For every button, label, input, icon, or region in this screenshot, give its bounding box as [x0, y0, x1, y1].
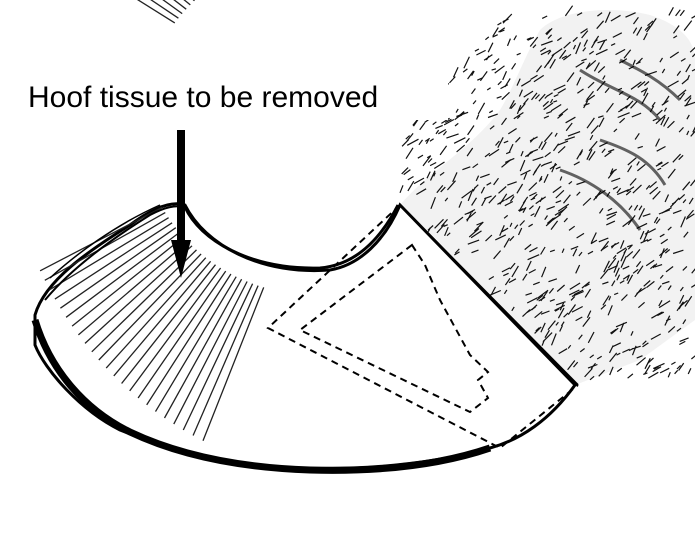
hair-stroke [494, 59, 499, 64]
hair-stroke [680, 338, 689, 342]
hair-stroke [542, 16, 547, 18]
hair-stroke [488, 43, 493, 53]
hair-stroke [456, 109, 458, 113]
hair-stroke [455, 123, 458, 126]
hair-stroke [400, 185, 403, 193]
hair-stroke [512, 63, 516, 69]
hair-stroke [468, 126, 474, 135]
hair-stroke [472, 89, 476, 94]
hair-stroke [675, 370, 678, 374]
hoof-ring-stroke [48, 0, 179, 18]
hair-stroke [680, 10, 684, 16]
hair-stroke [498, 23, 502, 25]
callout-label: Hoof tissue to be removed [8, 76, 448, 120]
hair-stroke [503, 14, 512, 23]
hair-stroke [489, 111, 493, 113]
hair-stroke [487, 88, 490, 90]
hair-stroke [692, 15, 695, 18]
hair-stroke [418, 155, 423, 158]
hair-stroke [473, 101, 476, 105]
hair-stroke [480, 71, 487, 80]
hair-stroke [420, 123, 425, 130]
hair-stroke [628, 374, 633, 378]
hair-stroke [508, 39, 511, 46]
hair-stroke [430, 139, 434, 142]
hair-stroke [669, 7, 674, 15]
hair-stroke [454, 67, 459, 77]
hair-stroke [668, 372, 670, 377]
hoof-ring-stroke [53, 0, 182, 14]
hair-stroke [514, 36, 517, 41]
hair-stroke [435, 125, 442, 128]
hair-stroke [440, 146, 447, 155]
hair-stroke [495, 66, 505, 73]
hair-stroke [430, 163, 436, 166]
hair-stroke [476, 50, 485, 55]
hair-stroke [485, 37, 488, 40]
hair-stroke [433, 122, 437, 125]
hair-stroke [454, 138, 465, 144]
hair-stroke [691, 351, 695, 359]
hair-stroke [477, 115, 479, 120]
hair-stroke [450, 77, 456, 83]
hair-stroke [688, 368, 691, 374]
hair-stroke [466, 138, 470, 143]
hair-stroke [408, 181, 414, 191]
hair-stroke [671, 362, 675, 364]
hair-stroke [443, 131, 446, 135]
hoof-ring-stroke [59, 0, 186, 9]
hair-stroke [475, 49, 479, 51]
hoof-ring-stroke [65, 0, 190, 5]
hair-stroke [463, 69, 467, 72]
hair-stroke [408, 177, 414, 180]
hair-stroke [684, 21, 692, 31]
hair-stroke [402, 168, 408, 174]
hair-stroke [517, 53, 521, 55]
hair-stroke [679, 341, 685, 344]
hair-stroke [419, 140, 423, 145]
hair-stroke [497, 96, 502, 98]
hoof-ring-stroke [43, 0, 175, 23]
hair-stroke [484, 55, 492, 61]
hair-stroke [660, 368, 669, 373]
hair-stroke [498, 81, 502, 85]
hair-stroke [505, 79, 510, 87]
hair-stroke [446, 134, 458, 138]
hair-stroke [503, 71, 507, 80]
hair-stroke [648, 372, 658, 378]
hair-stroke [617, 368, 622, 371]
hair-stroke [406, 148, 413, 159]
hair-stroke [643, 373, 647, 375]
hair-stroke [492, 69, 496, 70]
hair-stroke [478, 103, 484, 114]
hair-stroke [501, 85, 508, 89]
hair-stroke [676, 10, 681, 16]
hair-stroke [464, 57, 470, 68]
